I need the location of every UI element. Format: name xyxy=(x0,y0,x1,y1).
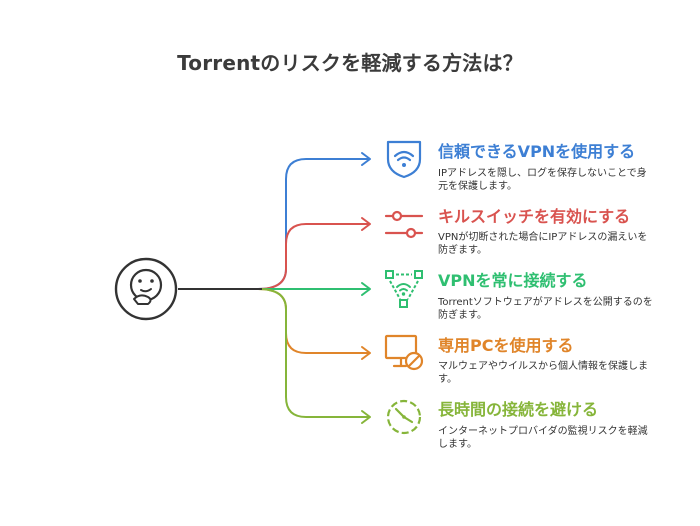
wifi-shield-icon xyxy=(382,137,426,181)
item-title-dedicated-pc: 専用PCを使用する xyxy=(438,336,574,355)
sliders-icon xyxy=(382,203,426,247)
item-description-trusted-vpn: IPアドレスを隠し、ログを保存しないことで身元を保護します。 xyxy=(438,168,647,192)
branch-kill-switch-arrowhead xyxy=(361,217,371,231)
item-description-avoid-long-connection: インターネットプロバイダの監視リスクを軽減します。 xyxy=(438,426,648,450)
branches xyxy=(257,152,371,424)
network-wifi-icon xyxy=(382,267,426,311)
branch-kill-switch-line xyxy=(257,223,370,290)
branch-dedicated-pc-arrowhead xyxy=(361,346,371,360)
monitor-blocked-icon xyxy=(382,331,426,375)
branch-trusted-vpn-arrowhead xyxy=(361,152,371,166)
branch-avoid-long-connection-arrowhead xyxy=(361,410,371,424)
branch-always-on-vpn-arrowhead xyxy=(361,282,371,296)
item-description-dedicated-pc: マルウェアやウイルスから個人情報を保護します。 xyxy=(438,361,648,385)
item-title-trusted-vpn: 信頼できるVPNを使用する xyxy=(438,142,636,161)
item-description-kill-switch: VPNが切断された場合にIPアドレスの漏えいを防ぎます。 xyxy=(438,232,648,256)
branch-avoid-long-connection-line xyxy=(257,288,370,418)
thinking-face-icon xyxy=(114,257,178,321)
item-description-always-on-vpn: Torrentソフトウェアがアドレスを公開するのを防ぎます。 xyxy=(438,297,653,321)
branch-dedicated-pc-line xyxy=(257,288,370,354)
diagram-title: Torrentのリスクを軽減する方法は？ xyxy=(177,51,523,75)
item-title-always-on-vpn: VPNを常に接続する xyxy=(438,271,588,290)
item-title-avoid-long-connection: 長時間の接続を避ける xyxy=(438,400,599,419)
item-title-kill-switch: キルスイッチを有効にする xyxy=(438,207,631,226)
timer-icon xyxy=(382,395,426,439)
